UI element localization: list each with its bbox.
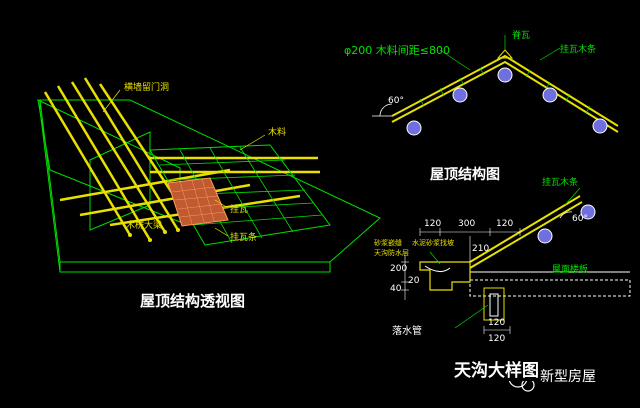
purlin-logs (406, 67, 608, 136)
dim-200: 200 (390, 264, 408, 274)
perspective-roof-model (37, 77, 381, 273)
gutter-angle: 60° (572, 214, 588, 224)
gutter-note-waterproof: 天沟防水层 (374, 249, 409, 257)
dim-120c: 120 (488, 318, 506, 328)
label-ridge-beam: 横墙留门洞 (124, 83, 170, 93)
dim-300: 300 (458, 219, 476, 229)
gutter-floor-slab-label: 屋面楼板 (552, 265, 589, 275)
dim-120a: 120 (424, 219, 442, 229)
roof-tile-patch (167, 177, 229, 227)
roof-section-drawing (372, 35, 619, 136)
gutter-note-mortar: 砂浆嵌缝 (374, 239, 402, 247)
section-batten-label: 挂瓦木条 (560, 45, 597, 55)
section-ridge-tile-label: 脊瓦 (512, 31, 531, 41)
watermark-text: 新型房屋 (540, 369, 596, 385)
section-caption: 屋顶结构图 (428, 164, 502, 184)
dim-40: 40 (390, 284, 402, 294)
dim-120d: 120 (488, 334, 506, 344)
gutter-note-slope: 水泥砂浆找坡 (412, 239, 454, 247)
dim-210: 210 (472, 244, 490, 254)
perspective-caption: 屋顶结构透视图 (138, 290, 248, 311)
gutter-logs (537, 204, 596, 244)
dim-120b: 120 (496, 219, 514, 229)
gutter-batten-label: 挂瓦木条 (542, 178, 579, 188)
label-wood-purlin: 木楞大梁 (126, 221, 163, 231)
gutter-downpipe-label: 落水管 (392, 326, 422, 337)
section-angle: 60° (388, 96, 404, 106)
gutter-detail-drawing (401, 187, 631, 334)
gutter-caption: 天沟大样图 (452, 356, 541, 381)
label-timber: 木料 (268, 128, 287, 138)
section-log-note: φ200 木料间距≤800 (344, 44, 450, 57)
dim-20: 20 (408, 276, 420, 286)
label-tile: 挂瓦 (230, 205, 249, 215)
label-batten: 挂瓦条 (230, 233, 258, 243)
